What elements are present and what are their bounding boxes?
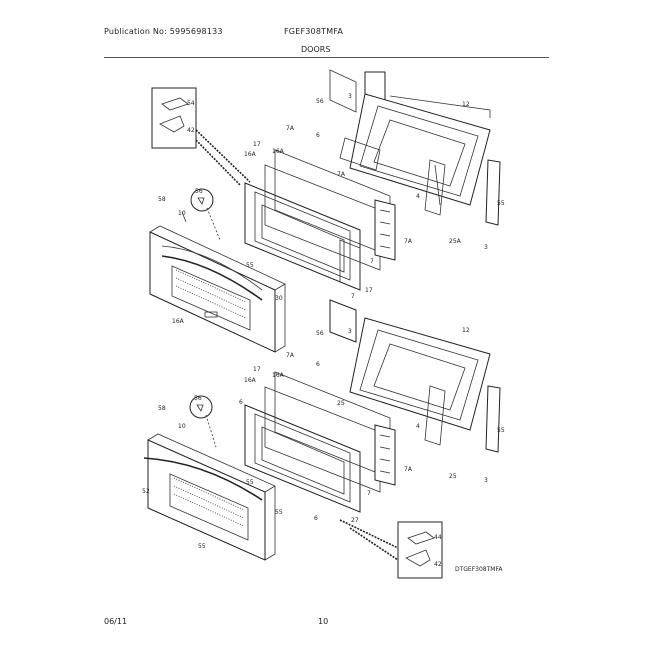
svg-text:7A: 7A bbox=[286, 125, 295, 132]
lower-inner-frame: 16A 17 16A 7A 6 25 6 27 7 7A 6 bbox=[239, 352, 413, 524]
lower-glass-panel: 56 3 12 4 25 55 3 bbox=[316, 299, 505, 484]
svg-text:7A: 7A bbox=[286, 352, 295, 359]
lower-outer-door-panel: 52 55 55 55 bbox=[142, 433, 283, 561]
upper-glass-panel: 56 3 12 4 25A 55 3 bbox=[316, 69, 505, 251]
page-number: 10 bbox=[318, 617, 329, 626]
svg-text:16A: 16A bbox=[244, 151, 257, 158]
upper-hinge-inset: 54 42 bbox=[151, 87, 251, 186]
svg-text:16A: 16A bbox=[172, 318, 185, 325]
svg-text:55: 55 bbox=[246, 479, 254, 486]
svg-text:44: 44 bbox=[434, 534, 442, 541]
svg-text:7: 7 bbox=[370, 258, 374, 265]
svg-text:25: 25 bbox=[449, 473, 457, 480]
svg-text:56: 56 bbox=[194, 395, 202, 402]
svg-text:6: 6 bbox=[314, 515, 318, 522]
label-54: 54 bbox=[187, 100, 195, 107]
footer-date: 06/11 bbox=[104, 617, 128, 626]
svg-text:3: 3 bbox=[348, 328, 352, 335]
svg-text:7A: 7A bbox=[404, 466, 413, 473]
svg-text:56: 56 bbox=[195, 188, 203, 195]
svg-text:12: 12 bbox=[462, 101, 470, 108]
upper-screw-detail: 56 58 10 bbox=[158, 188, 221, 241]
header-rule bbox=[104, 57, 549, 58]
publication-number: Publication No: 5995698133 bbox=[104, 27, 223, 36]
section-title: DOORS bbox=[301, 45, 331, 54]
svg-text:55: 55 bbox=[246, 262, 254, 269]
svg-text:6: 6 bbox=[316, 361, 320, 368]
svg-text:42: 42 bbox=[434, 561, 442, 568]
svg-text:10: 10 bbox=[178, 423, 186, 430]
svg-text:7: 7 bbox=[351, 293, 355, 300]
svg-text:55: 55 bbox=[275, 509, 283, 516]
svg-text:17: 17 bbox=[253, 141, 261, 148]
svg-text:6: 6 bbox=[316, 132, 320, 139]
svg-text:58: 58 bbox=[158, 196, 166, 203]
lower-screw-detail: 56 58 10 bbox=[158, 395, 217, 448]
svg-text:27: 27 bbox=[351, 517, 359, 524]
svg-text:17: 17 bbox=[365, 287, 373, 294]
svg-text:10: 10 bbox=[178, 210, 186, 217]
svg-text:3: 3 bbox=[484, 477, 488, 484]
svg-text:52: 52 bbox=[142, 488, 150, 495]
svg-text:58: 58 bbox=[158, 405, 166, 412]
svg-text:25A: 25A bbox=[449, 238, 462, 245]
svg-text:4: 4 bbox=[416, 193, 420, 200]
svg-text:16A: 16A bbox=[272, 372, 285, 379]
svg-text:25: 25 bbox=[337, 400, 345, 407]
svg-text:7A: 7A bbox=[404, 238, 413, 245]
upper-insulation: 7A 7 7 17 bbox=[339, 199, 413, 300]
svg-text:55: 55 bbox=[198, 543, 206, 550]
lower-hinge-inset: 44 42 bbox=[339, 519, 443, 579]
upper-outer-door-panel: 16A 55 30 bbox=[149, 225, 286, 353]
label-42: 42 bbox=[187, 127, 195, 134]
svg-text:16A: 16A bbox=[272, 148, 285, 155]
svg-text:17: 17 bbox=[253, 366, 261, 373]
svg-text:56: 56 bbox=[316, 330, 324, 337]
svg-text:6: 6 bbox=[239, 399, 243, 406]
svg-text:3: 3 bbox=[484, 244, 488, 251]
svg-text:16A: 16A bbox=[244, 377, 257, 384]
model-number: FGEF308TMFA bbox=[284, 27, 344, 36]
svg-text:3: 3 bbox=[348, 93, 352, 100]
svg-text:55: 55 bbox=[497, 200, 505, 207]
diagram-reference-code: DTGEF308TMFA bbox=[455, 566, 503, 573]
svg-text:55: 55 bbox=[497, 427, 505, 434]
svg-text:4: 4 bbox=[416, 423, 420, 430]
svg-text:30: 30 bbox=[275, 295, 283, 302]
svg-text:7A: 7A bbox=[337, 171, 346, 178]
svg-text:56: 56 bbox=[316, 98, 324, 105]
svg-text:12: 12 bbox=[462, 327, 470, 334]
svg-text:7: 7 bbox=[367, 490, 371, 497]
